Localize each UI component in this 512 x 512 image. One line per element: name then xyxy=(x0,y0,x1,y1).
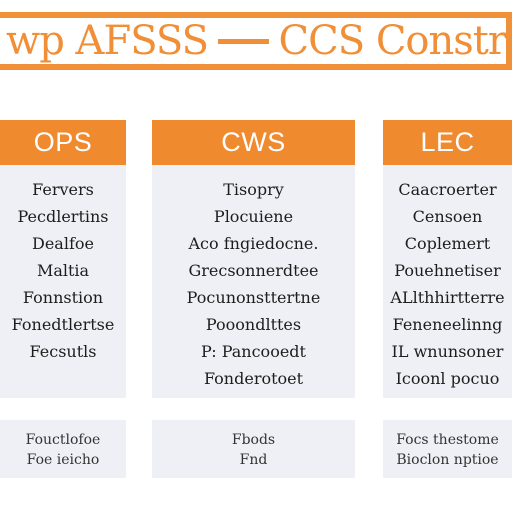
banner-dash xyxy=(218,38,269,44)
list-item: Pocunonsttertne xyxy=(186,288,321,307)
footer-line: Focs thestome xyxy=(396,432,499,448)
column-panel-3: LEC Caacroerter Censoen Coplemert Pouehn… xyxy=(383,120,512,398)
list-item: Plocuiene xyxy=(213,207,294,226)
list-item: Aco fngiedocne. xyxy=(188,234,319,253)
column-list-1: Fervers Pecdlertins Dealfoe Maltia Fonns… xyxy=(0,176,126,365)
footer-line: Fbods xyxy=(231,432,276,448)
column-list-2: Tisopry Plocuiene Aco fngiedocne. Grecso… xyxy=(152,176,355,392)
list-item: Pooondlttes xyxy=(205,315,302,334)
footer-line: Fouctlofoe xyxy=(25,432,101,448)
list-item: Grecsonnerdtee xyxy=(188,261,319,280)
column-panel-1: OPS Fervers Pecdlertins Dealfoe Maltia F… xyxy=(0,120,126,398)
list-item: Feneneelinng xyxy=(392,315,503,334)
column-footer-1: Fouctlofoe Foe ieicho xyxy=(0,420,126,478)
column-footer-2: Fbods Fnd xyxy=(152,420,355,478)
footer-line: Fnd xyxy=(239,452,268,468)
list-item: Tisopry xyxy=(223,180,284,199)
list-item: Fonderotoet xyxy=(203,369,304,388)
column-panel-2: CWS Tisopry Plocuiene Aco fngiedocne. Gr… xyxy=(152,120,355,398)
list-item: Caacroerter xyxy=(398,180,497,199)
list-item: Icoonl pocuo xyxy=(395,369,500,388)
list-item: Fonedtlertse xyxy=(11,315,115,334)
list-item: Censoen xyxy=(412,207,483,226)
title-banner: wp AFSSS CCS Constr xyxy=(0,12,512,70)
column-header-1: OPS xyxy=(0,120,126,165)
list-item: Fervers xyxy=(32,180,94,199)
title-banner-inner: wp AFSSS CCS Constr xyxy=(0,18,506,64)
list-item: ALlthhirtterre xyxy=(390,288,505,307)
list-item: Maltia xyxy=(36,261,90,280)
list-item: Coplemert xyxy=(404,234,491,253)
list-item: Fonnstion xyxy=(22,288,104,307)
list-item: Dealfoe xyxy=(32,234,94,253)
column-list-3: Caacroerter Censoen Coplemert Pouehnetis… xyxy=(383,176,512,392)
list-item: IL wnunsoner xyxy=(391,342,504,361)
list-item: Fecsutls xyxy=(29,342,97,361)
column-header-2: CWS xyxy=(152,120,355,165)
column-footer-3: Focs thestome Bioclon nptioe xyxy=(383,420,512,478)
banner-right-text: CCS Constr xyxy=(278,18,507,64)
column-header-3: LEC xyxy=(383,120,512,165)
footer-line: Foe ieicho xyxy=(26,452,100,468)
footer-line: Bioclon nptioe xyxy=(396,452,499,468)
list-item: Pouehnetiser xyxy=(394,261,501,280)
list-item: Pecdlertins xyxy=(17,207,109,226)
banner-left-text: wp AFSSS xyxy=(6,18,209,64)
list-item: P: Pancooedt xyxy=(201,342,306,361)
